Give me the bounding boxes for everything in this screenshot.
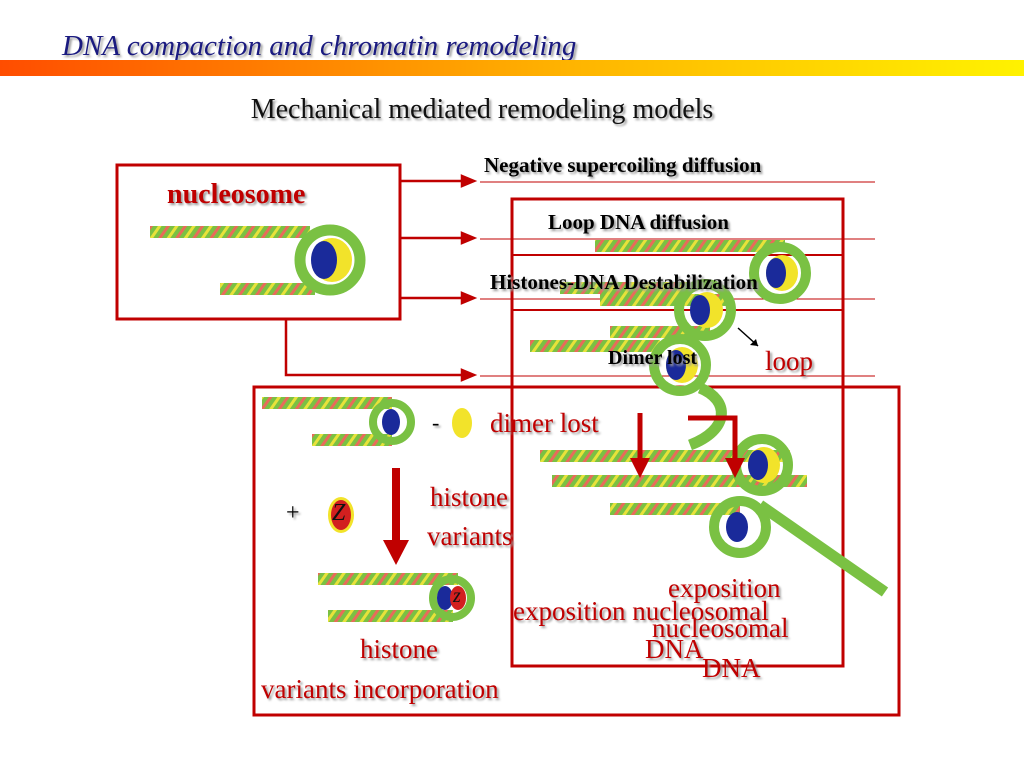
histone-variants-line2: variants bbox=[427, 521, 513, 551]
exposition-outer-line1: exposition bbox=[668, 573, 781, 603]
variant-nucleosomes bbox=[262, 397, 475, 622]
title-gradient-bar bbox=[0, 60, 1024, 76]
histone-variants-line1: histone bbox=[430, 482, 508, 512]
exposition-outer-line2: nucleosomal bbox=[652, 613, 789, 643]
nucleosome-label: nucleosome bbox=[167, 179, 306, 210]
slide-subtitle: Mechanical mediated remodeling models bbox=[250, 94, 714, 125]
histone-incorporation-line1: histone bbox=[360, 634, 438, 664]
loop-nucleosomes bbox=[530, 240, 811, 451]
model-label-loop-diffusion: Loop DNA diffusion bbox=[548, 210, 729, 234]
exposition-inner-line2: DNA bbox=[645, 634, 704, 664]
plus-sign: + bbox=[286, 500, 300, 526]
loop-label: loop bbox=[765, 346, 814, 376]
variants-frame bbox=[252, 385, 901, 717]
model-label-destabilization: Histones-DNA Destabilization bbox=[490, 270, 758, 294]
dimer-lost-label: dimer lost bbox=[490, 408, 599, 438]
nucleosome-box bbox=[115, 163, 402, 321]
histone-incorporation-line2: variants incorporation bbox=[261, 674, 499, 704]
variant-letter: Z bbox=[332, 500, 346, 526]
loop-diffusion-frame bbox=[510, 197, 845, 668]
minus-sign: - bbox=[432, 410, 440, 435]
variant-letter-small: z bbox=[453, 585, 461, 607]
incorporation-arrow bbox=[383, 468, 409, 565]
model-label-supercoiling: Negative supercoiling diffusion bbox=[484, 153, 762, 177]
exposition-arrows bbox=[630, 413, 745, 478]
nucleosome-illustration bbox=[150, 224, 366, 296]
exposition-nucleosomes bbox=[540, 434, 889, 597]
exposition-inner-line1: exposition nucleosomal bbox=[513, 596, 769, 626]
model-arrows bbox=[284, 174, 478, 382]
dimer-lost-bold-label: Dimer lost bbox=[608, 347, 698, 369]
exposition-outer-line3: DNA bbox=[702, 653, 761, 683]
slide-title: DNA compaction and chromatin remodeling bbox=[62, 30, 577, 62]
